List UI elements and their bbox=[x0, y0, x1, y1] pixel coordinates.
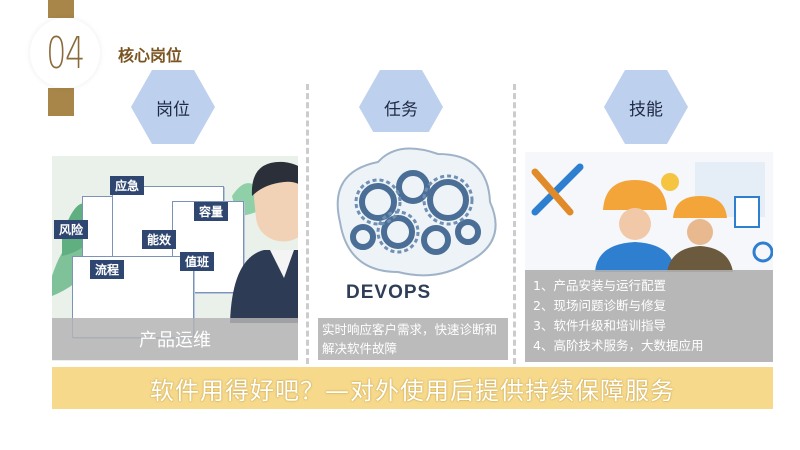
gold-accent-bar-bottom bbox=[48, 88, 74, 116]
dashed-divider bbox=[306, 84, 309, 364]
skills-list: 1、产品安装与运行配置 2、现场问题诊断与修复 3、软件升级和培训指导 4、高阶… bbox=[525, 270, 773, 362]
tag-emergency: 应急 bbox=[110, 176, 145, 195]
section-number-badge: 04 bbox=[30, 18, 100, 88]
tag-risk: 风险 bbox=[54, 220, 89, 239]
skills-illustration bbox=[525, 152, 773, 272]
devops-label: DEVOPS bbox=[346, 282, 432, 303]
hex-label-skill: 技能 bbox=[604, 70, 688, 144]
person-icon bbox=[230, 161, 298, 323]
devops-illustration: DEVOPS bbox=[318, 132, 508, 317]
caption-task-description: 实时响应客户需求，快速诊断和解决软件故障 bbox=[318, 318, 508, 360]
tag-capacity: 容量 bbox=[194, 202, 229, 221]
skill-item: 2、现场问题诊断与修复 bbox=[533, 298, 666, 313]
engineers-icon bbox=[531, 162, 773, 272]
skill-item: 4、高阶技术服务，大数据应用 bbox=[533, 338, 704, 353]
summary-banner-text: 软件用得好吧？—对外使用后提供持续保障服务 bbox=[150, 376, 675, 405]
summary-banner: 软件用得好吧？—对外使用后提供持续保障服务 bbox=[52, 367, 773, 409]
skill-item: 1、产品安装与运行配置 bbox=[533, 278, 666, 293]
tag-efficiency: 能效 bbox=[142, 230, 177, 249]
tag-process: 流程 bbox=[90, 260, 125, 279]
section-number: 04 bbox=[46, 27, 85, 79]
tag-on-duty: 值班 bbox=[180, 252, 215, 271]
brain-gears-icon bbox=[336, 147, 497, 277]
hex-label-position: 岗位 bbox=[131, 70, 215, 144]
skill-item: 3、软件升级和培训指导 bbox=[533, 318, 666, 333]
section-title: 核心岗位 bbox=[118, 46, 183, 65]
dashed-divider bbox=[513, 84, 516, 364]
caption-product-ops: 产品运维 bbox=[52, 318, 298, 360]
gold-accent-bar-top bbox=[48, 0, 74, 18]
